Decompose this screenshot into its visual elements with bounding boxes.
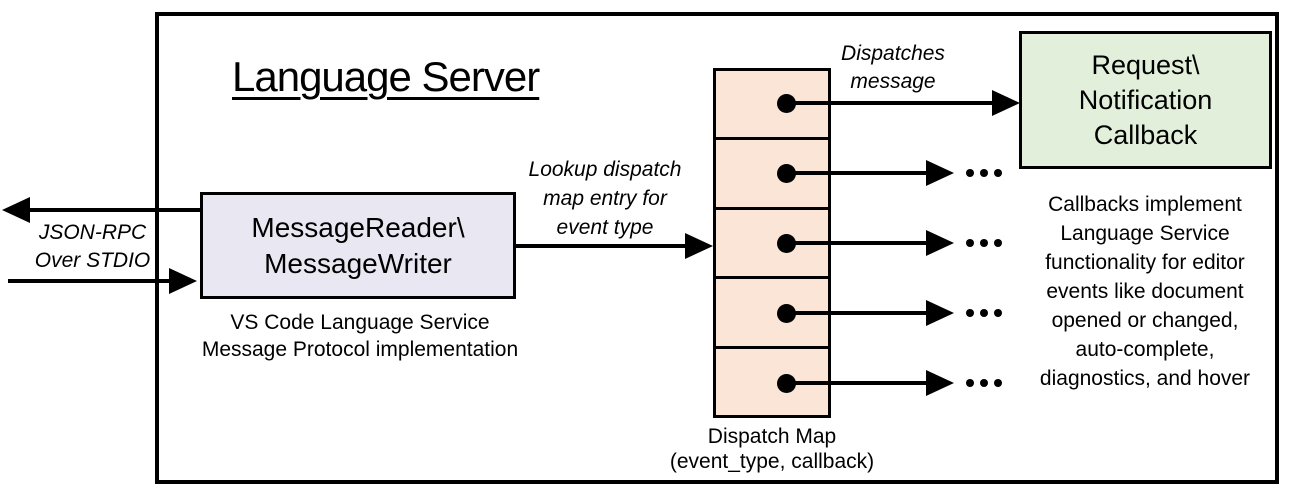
lookup-label-line: event type: [556, 216, 654, 239]
arrow-line: [786, 101, 996, 105]
arrow-line: [786, 171, 928, 175]
ellipsis-icon: [966, 379, 1002, 387]
arrowhead-right-icon: [992, 90, 1020, 116]
callbacks-note-line: events like document: [1046, 280, 1244, 303]
lookup-label: Lookup dispatch map entry for event type: [500, 155, 710, 242]
arrow-line: [786, 381, 928, 385]
dispatch-map-caption: Dispatch Map (event_type, callback): [646, 424, 898, 474]
message-reader-writer-box: MessageReader\ MessageWriter: [200, 192, 516, 299]
callback-box-line: Callback: [1093, 119, 1198, 150]
ellipsis-icon: [966, 309, 1002, 317]
stdio-label-line: JSON-RPC: [38, 221, 147, 244]
callbacks-note-line: Language Service: [1060, 222, 1230, 245]
callbacks-note-line: diagnostics, and hover: [1039, 367, 1251, 390]
ellipsis-icon: [966, 239, 1002, 247]
reader-caption: VS Code Language Service Message Protoco…: [180, 309, 540, 363]
arrowhead-right-icon: [169, 268, 197, 294]
dispatch-map-cell: [716, 71, 828, 141]
callbacks-note-line: opened or changed,: [1051, 309, 1239, 332]
arrow-line: [786, 311, 928, 315]
dispatches-label-line: Dispatches: [841, 42, 945, 65]
stdio-label-line: Over STDIO: [34, 249, 151, 272]
callbacks-note: Callbacks implement Language Service fun…: [1016, 190, 1274, 393]
lookup-label-line: map entry for: [543, 187, 667, 210]
arrow-line: [6, 208, 200, 212]
dispatches-label-line: message: [850, 70, 936, 93]
dispatch-map-caption-line: Dispatch Map: [707, 425, 837, 448]
message-reader-line: MessageReader\: [251, 211, 465, 243]
arrowhead-right-icon: [685, 233, 713, 259]
lookup-label-line: Lookup dispatch: [528, 158, 682, 181]
request-notification-callback-box: Request\ Notification Callback: [1019, 31, 1272, 169]
stdio-label: JSON-RPC Over STDIO: [15, 219, 170, 275]
message-writer-line: MessageWriter: [264, 247, 452, 279]
callbacks-note-line: auto-complete,: [1075, 338, 1215, 361]
arrow-line: [8, 279, 172, 283]
arrowhead-right-icon: [926, 300, 954, 326]
arrowhead-left-icon: [2, 197, 30, 223]
callback-box-line: Notification: [1078, 84, 1213, 115]
reader-caption-line: Message Protocol implementation: [201, 338, 519, 361]
arrowhead-right-icon: [926, 230, 954, 256]
callback-box-line: Request\: [1091, 49, 1200, 80]
language-server-boundary: [155, 12, 1279, 484]
arrowhead-right-icon: [926, 370, 954, 396]
callbacks-note-line: Callbacks implement: [1048, 193, 1242, 216]
dispatch-map-cell: [716, 140, 828, 210]
arrow-line: [515, 244, 687, 248]
arrow-line: [786, 241, 928, 245]
reader-caption-line: VS Code Language Service: [230, 311, 490, 334]
dispatch-map-caption-line: (event_type, callback): [669, 450, 875, 473]
callbacks-note-line: functionality for editor: [1045, 251, 1245, 274]
diagram-title: Language Server: [232, 53, 540, 100]
ellipsis-icon: [966, 169, 1002, 177]
arrowhead-right-icon: [926, 160, 954, 186]
dispatches-label: Dispatches message: [818, 40, 968, 96]
